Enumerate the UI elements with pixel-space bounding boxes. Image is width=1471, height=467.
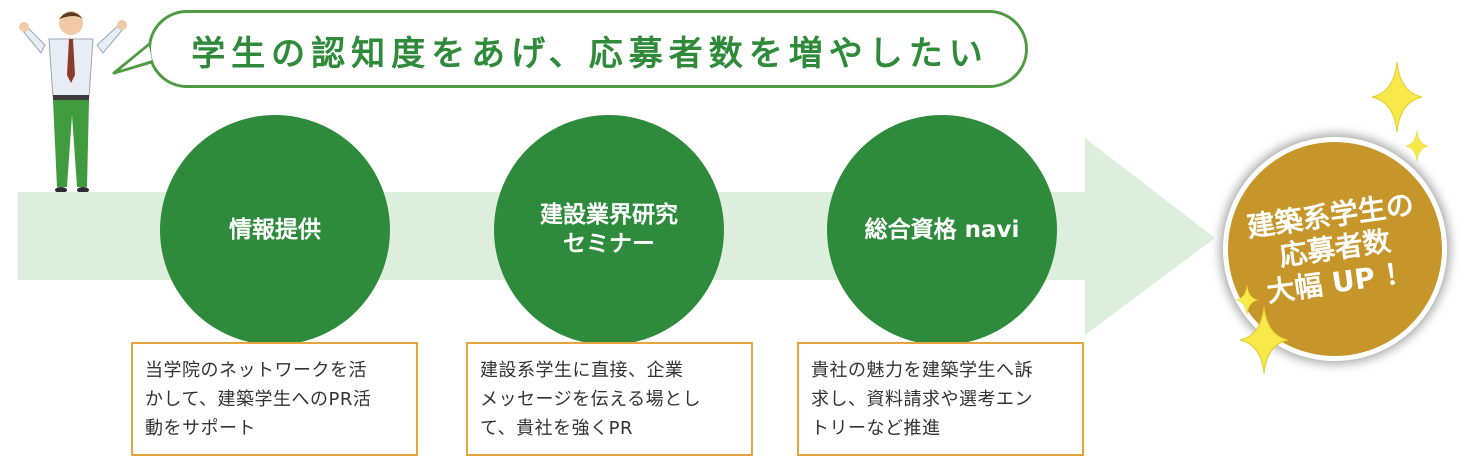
step-description-box: 当学院のネットワークを活 かして、建築学生へのPR活 動をサポート: [131, 342, 418, 456]
step-circle-label: 建設業界研究 セミナー: [540, 201, 678, 259]
step-circle-label: 総合資格 navi: [865, 216, 1020, 245]
sparkle-icon: [1240, 305, 1288, 375]
step-circle-seminar: 建設業界研究 セミナー: [494, 115, 724, 345]
sparkle-icon: [1406, 130, 1428, 162]
result-text: 建築系学生の 応募者数 大幅 UP ！: [1245, 187, 1425, 310]
step-description-text: 当学院のネットワークを活 かして、建築学生へのPR活 動をサポート: [145, 356, 404, 443]
speech-bubble-tail-cover: [100, 40, 160, 80]
speech-bubble-text: 学生の認知度をあげ、応募者数を増やしたい: [150, 26, 1030, 75]
step-circle-navi: 総合資格 navi: [827, 115, 1057, 345]
step-circle-label: 情報提供: [229, 216, 321, 245]
step-description-text: 貴社の魅力を建築学生へ訴 求し、資料請求や選考エン トリーなど推進: [811, 356, 1070, 443]
step-description-text: 建設系学生に直接、企業 メッセージを伝える場とし て、貴社を強くPR: [480, 356, 739, 443]
step-circle-info: 情報提供: [160, 115, 390, 345]
sparkle-icon: [1372, 62, 1422, 132]
step-description-box: 建設系学生に直接、企業 メッセージを伝える場とし て、貴社を強くPR: [466, 342, 753, 456]
step-description-box: 貴社の魅力を建築学生へ訴 求し、資料請求や選考エン トリーなど推進: [797, 342, 1084, 456]
